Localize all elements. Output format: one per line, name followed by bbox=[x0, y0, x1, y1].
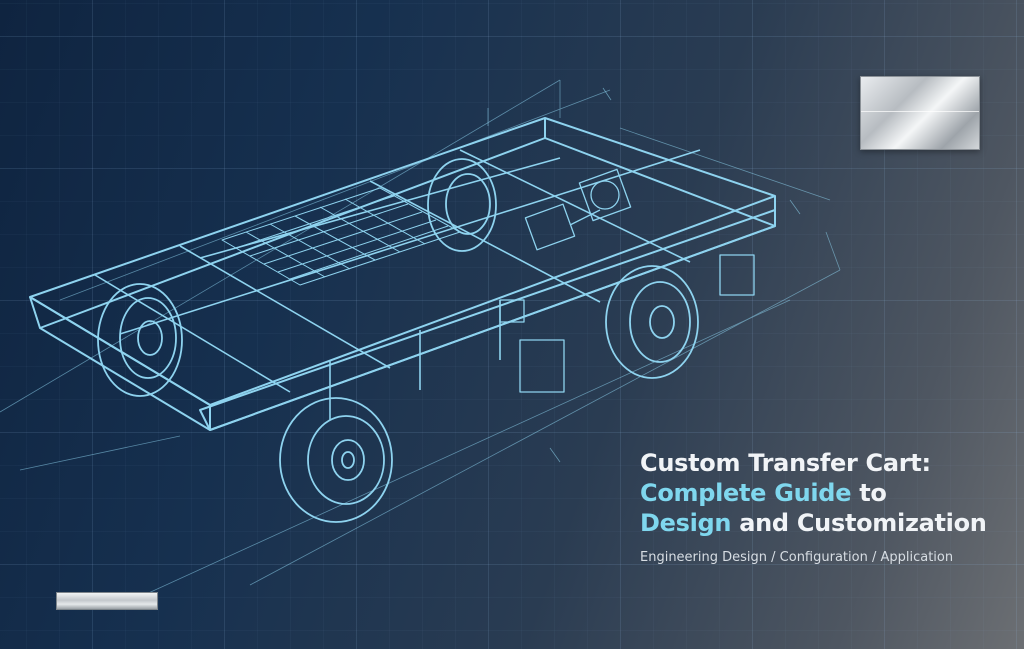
title-line-2-highlight: Complete Guide bbox=[640, 479, 852, 507]
wheel-rear-right bbox=[605, 265, 699, 379]
title-line-2-rest: to bbox=[851, 479, 887, 507]
drive-unit bbox=[499, 168, 755, 393]
title-line-2: Complete Guide to bbox=[640, 478, 1020, 508]
subtitle: Engineering Design / Configuration / App… bbox=[640, 550, 954, 565]
metal-plate-top-right bbox=[860, 76, 980, 150]
title-line-1: Custom Transfer Cart: bbox=[640, 449, 931, 477]
chassis-frame bbox=[29, 117, 776, 431]
title-line-3-highlight: Design bbox=[640, 509, 732, 537]
wheels bbox=[97, 158, 699, 523]
title-line-3-rest: and Customization bbox=[731, 509, 987, 537]
wheel-front-left bbox=[97, 283, 183, 397]
metal-plate-bottom-left bbox=[56, 592, 158, 610]
wheel-rear-left bbox=[427, 158, 497, 252]
wheel-front-right bbox=[279, 397, 393, 523]
dimension-ticks bbox=[487, 87, 801, 463]
mesh-panel bbox=[221, 187, 461, 286]
title-block: Custom Transfer Cart: Complete Guide to … bbox=[640, 448, 1020, 565]
title-line-3: Design and Customization bbox=[640, 508, 1020, 538]
dimension-lines bbox=[0, 79, 841, 607]
